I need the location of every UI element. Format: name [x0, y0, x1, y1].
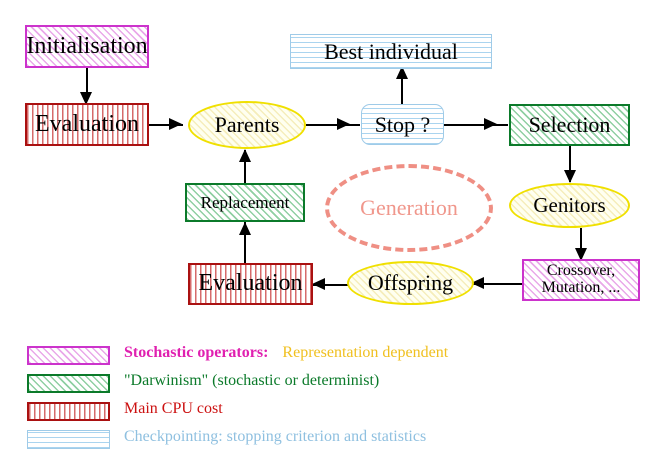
arrow-evaluation-to-replacement-line: [244, 222, 246, 264]
arrow-stop-to-selection-head: [484, 118, 497, 130]
node-initialisation[interactable]: Initialisation: [25, 25, 149, 68]
node-offspring[interactable]: Offspring: [347, 261, 474, 305]
arrow-replacement-to-parents-line: [244, 150, 246, 184]
arrow-offspring-to-evaluation-line: [313, 284, 351, 286]
legend-swatch-stochastic-operators: [27, 346, 110, 365]
node-evaluation-bottom[interactable]: Evaluation: [188, 263, 313, 305]
node-stop[interactable]: Stop ?: [361, 104, 444, 145]
arrow-evaluation-to-parents-head: [169, 118, 182, 130]
arrow-genitors-to-crossover-head: [575, 248, 587, 261]
arrow-offspring-to-evaluation-head: [312, 278, 325, 290]
arrow-genitors-to-crossover-line: [580, 228, 582, 260]
arrow-crossover-to-offspring-head: [471, 277, 484, 289]
node-evaluation-top-label: Evaluation: [35, 110, 139, 137]
node-selection[interactable]: Selection: [509, 104, 630, 146]
arrow-stop-to-selection-line: [444, 124, 508, 126]
arrow-evaluation-to-replacement-head: [239, 222, 251, 235]
node-generation-loop: Generation: [325, 164, 493, 252]
node-evaluation-bottom-label: Evaluation: [198, 270, 303, 297]
legend-swatch-checkpointing: [27, 430, 110, 449]
node-initialisation-label: Initialisation: [26, 32, 148, 59]
node-crossover-mutation[interactable]: Crossover, Mutation, ...: [522, 259, 640, 301]
legend-swatch-main-cpu-cost: [27, 402, 110, 421]
legend-label-main-cpu-cost: Main CPU cost: [124, 400, 223, 417]
node-generation-label: Generation: [360, 195, 458, 220]
node-best-individual[interactable]: Best individual: [290, 34, 492, 69]
node-evaluation-top[interactable]: Evaluation: [25, 103, 149, 146]
legend-label-stochastic-operators: Stochastic operators:: [124, 344, 269, 361]
arrow-stop-to-best-individual-line: [401, 70, 403, 105]
arrow-evaluation-to-parents-line: [149, 124, 183, 126]
node-selection-label: Selection: [528, 112, 611, 138]
arrow-selection-to-genitors-line: [569, 146, 571, 182]
arrow-parents-to-stop-line: [306, 124, 360, 126]
arrow-selection-to-genitors-head: [564, 170, 576, 183]
arrow-crossover-to-offspring-line: [472, 283, 524, 285]
node-genitors[interactable]: Genitors: [509, 183, 630, 228]
arrow-stop-to-best-individual-head: [396, 66, 408, 79]
legend-label-checkpointing: Checkpointing: stopping criterion and st…: [124, 428, 427, 445]
legend-label-darwinism: "Darwinism" (stochastic or determinist): [124, 372, 380, 389]
legend-value-representation-dependent: Representation dependent: [282, 344, 449, 361]
legend-swatch-darwinism: [27, 374, 110, 393]
node-parents[interactable]: Parents: [188, 101, 306, 149]
node-replacement-label: Replacement: [200, 192, 290, 212]
legend-row-stochastic-operators: Stochastic operators: Representation dep…: [124, 344, 448, 362]
node-offspring-label: Offspring: [367, 270, 454, 296]
node-genitors-label: Genitors: [533, 193, 606, 218]
node-stop-label: Stop ?: [374, 111, 431, 137]
node-parents-label: Parents: [214, 112, 280, 138]
arrow-replacement-to-parents-head: [239, 149, 251, 162]
node-best-individual-label: Best individual: [324, 38, 458, 64]
arrow-initialisation-to-evaluation-line: [86, 68, 88, 98]
node-crossover-mutation-label: Crossover, Mutation, ...: [541, 262, 621, 296]
arrow-initialisation-to-evaluation-head: [80, 92, 92, 105]
arrow-parents-to-stop-head: [337, 118, 350, 130]
node-replacement[interactable]: Replacement: [185, 183, 305, 222]
